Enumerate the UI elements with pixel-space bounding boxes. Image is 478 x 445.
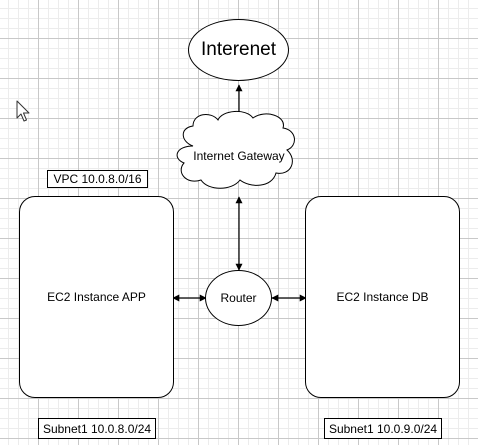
ec2-db-label: EC2 Instance DB xyxy=(336,290,429,304)
gateway-cloud-shape[interactable] xyxy=(176,111,295,189)
mouse-pointer-icon xyxy=(16,100,30,122)
internet-node[interactable]: Interenet xyxy=(188,19,289,81)
subnet-app-label-box[interactable]: Subnet1 10.0.8.0/24 xyxy=(38,418,156,439)
router-label: Router xyxy=(220,291,257,305)
ec2-app-label: EC2 Instance APP xyxy=(47,290,146,304)
vpc-label: VPC 10.0.8.0/16 xyxy=(53,172,142,186)
internet-label: Interenet xyxy=(201,39,276,60)
ec2-app-node[interactable]: EC2 Instance APP xyxy=(19,196,174,398)
ec2-db-node[interactable]: EC2 Instance DB xyxy=(305,196,460,398)
vpc-label-box[interactable]: VPC 10.0.8.0/16 xyxy=(47,170,148,188)
router-node[interactable]: Router xyxy=(205,270,272,326)
gateway-node[interactable]: Internet Gateway xyxy=(178,141,300,171)
gateway-label: Internet Gateway xyxy=(193,149,285,163)
subnet-db-label-box[interactable]: Subnet1 10.0.9.0/24 xyxy=(324,418,442,439)
subnet-db-label: Subnet1 10.0.9.0/24 xyxy=(328,421,438,436)
subnet-app-label: Subnet1 10.0.8.0/24 xyxy=(42,421,152,436)
